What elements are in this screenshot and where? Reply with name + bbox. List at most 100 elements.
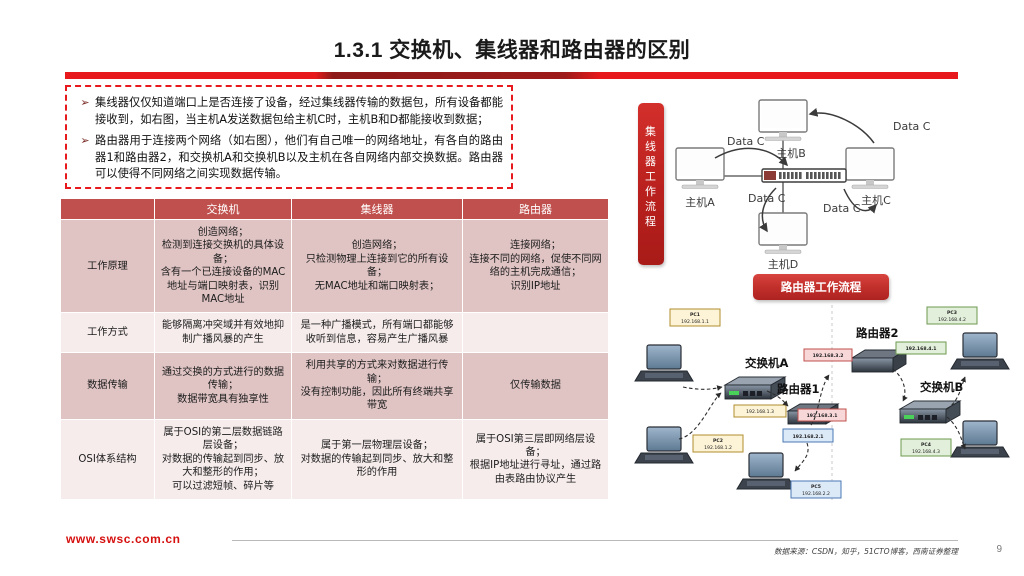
table-header-row: 交换机 集线器 路由器 [60,198,609,220]
host-c-monitor-icon [845,147,895,189]
router-2-label: 路由器2 [856,326,899,340]
hub-workflow-banner: 集 线 器 工 作 流 程 [638,103,664,265]
bullet-text: 路由器用于连接两个网络（如右图），他们有自己唯一的网络地址，有各自的路由器1和路… [95,134,503,180]
pc2-ip: 192.168.1.2 [704,445,732,451]
table-row: 数据传输 通过交换的方式进行的数据传输；数据带宽具有独享性 利用共享的方式来对数… [60,352,609,420]
hub-device-icon [761,168,847,183]
switch-a-label: 交换机A [745,356,788,370]
table-header-cell-0 [60,198,155,220]
host-b-label: 主机B [776,146,806,160]
pc5-gateway-ip-label: 192.168.2.1 [782,428,834,443]
cell-switch: 创造网络；检测到连接交换机的具体设备；含有一个已连接设备的MAC地址与端口映射表… [154,218,292,314]
cell-router [462,312,609,354]
router-2-icon [850,349,908,373]
pc1-ip-label: PC1 192.168.1.1 [669,308,721,327]
host-a-monitor-icon [675,147,725,189]
banner-char: 流 [645,201,657,213]
router-1-label: 路由器1 [777,382,820,396]
pc4-ip: 192.168.4.3 [912,449,940,455]
cell-hub: 创造网络；只检测物理上连接到它的所有设备；无MAC地址和端口映射表； [291,218,463,314]
data-flow-label: Data C [893,120,931,133]
host-d-monitor-icon [758,212,808,254]
router-1-ip-label: 192.168.3.1 [797,408,847,422]
bullet-marker-icon: ➢ [80,135,90,147]
pc5-ip: 192.168.2.2 [802,491,830,497]
banner-char: 集 [645,126,657,138]
bullet-marker-icon: ➢ [80,97,90,109]
pc5-name: PC5 [811,484,821,490]
banner-char: 器 [645,156,657,168]
data-flow-arrows [714,107,878,233]
cell-switch: 通过交换的方式进行的数据传输；数据带宽具有独享性 [154,352,292,420]
pc3-laptop-icon [950,332,1010,370]
pc1-laptop-icon [634,344,694,382]
hub-workflow-diagram: 集 线 器 工 作 流 程 主机A [620,85,1024,280]
row-label: 数据传输 [60,352,155,420]
table-row: 工作原理 创造网络；检测到连接交换机的具体设备；含有一个已连接设备的MAC地址与… [60,218,609,314]
row-label: 工作原理 [60,218,155,314]
cell-switch: 能够隔离冲突域并有效地抑制广播风暴的产生 [154,312,292,354]
switch-a-ip: 192.168.1.3 [746,409,774,415]
bullet-item: ➢ 路由器用于连接两个网络（如右图），他们有自己唯一的网络地址，有各自的路由器1… [75,133,503,183]
switch-b-label: 交换机B [920,380,963,394]
footer-url[interactable]: www.swsc.com.cn [66,532,181,546]
pc5-laptop-icon [736,452,796,490]
row-label: OSI体系结构 [60,418,155,500]
page-number: 9 [996,544,1002,555]
banner-char: 作 [645,186,657,198]
banner-char: 程 [645,216,657,228]
switch-a-icon [723,376,787,400]
pc1-ip: 192.168.1.1 [681,319,709,325]
router-1-ip: 192.168.3.1 [807,413,838,419]
router-workflow-diagram: PC1 192.168.1.1 PC2 192.168.1.2 交换机A 192… [634,305,1010,501]
cell-switch: 属于OSI的第二层数据链路层设备；对数据的传输起到同步、放大和整形的作用；可以过… [154,418,292,500]
pc1-name: PC1 [690,312,700,318]
network-links [678,368,966,472]
data-flow-label: Data C [823,202,861,215]
page-title: 1.3.1 交换机、集线器和路由器的区别 [333,39,691,62]
pc4-name: PC4 [921,442,931,448]
router-2-wan-ip-label: 192.168.3.2 [803,348,853,362]
pc2-laptop-icon [634,426,694,464]
pc4-laptop-icon [950,420,1010,458]
pc3-ip-label: PC3 192.168.4.2 [926,306,978,325]
switch-b-icon [898,400,962,424]
table-header-cell-1: 交换机 [154,198,292,220]
pc3-name: PC3 [947,310,957,316]
pc4-ip-label: PC4 192.168.4.3 [900,438,952,457]
host-c-label: 主机C [861,193,891,207]
data-flow-label: Data C [727,135,765,148]
table-row: OSI体系结构 属于OSI的第二层数据链路层设备；对数据的传输起到同步、放大和整… [60,418,609,500]
pc5-gateway-ip: 192.168.2.1 [793,434,824,440]
table-header-cell-2: 集线器 [291,198,463,220]
pc3-ip: 192.168.4.2 [938,317,966,323]
title-accent-bar [65,72,958,79]
switch-a-ip-label: 192.168.1.3 [733,404,787,418]
data-flow-label: Data C [748,192,786,205]
cell-router: 连接网络；连接不同的网络，促使不同网络的主机完成通信；识别IP地址 [462,218,609,314]
cell-hub: 利用共享的方式来对数据进行传输；没有控制功能，因此所有终端共享带宽 [291,352,463,420]
row-label: 工作方式 [60,312,155,354]
pc2-name: PC2 [713,438,723,444]
banner-char: 线 [645,141,657,153]
summary-callout-box: ➢ 集线器仅仅知道端口上是否连接了设备，经过集线器传输的数据包，所有设备都能接收… [65,85,513,189]
cell-hub: 是一种广播模式，所有端口都能够收听到信息，容易产生广播风暴 [291,312,463,354]
footer-divider [232,540,958,541]
cell-hub: 属于第一层物理层设备；对数据的传输起到同步、放大和整形的作用 [291,418,463,500]
bullet-text: 集线器仅仅知道端口上是否连接了设备，经过集线器传输的数据包，所有设备都能接收到，… [95,96,503,126]
footer-source-note: 数据来源：CSDN，知乎，51CTO博客，西南证券整理 [773,547,958,556]
pc5-ip-label: PC5 192.168.2.2 [790,480,842,499]
router-workflow-banner: 路由器工作流程 [753,274,889,300]
bullet-item: ➢ 集线器仅仅知道端口上是否连接了设备，经过集线器传输的数据包，所有设备都能接收… [75,95,503,128]
comparison-table: 交换机 集线器 路由器 工作原理 创造网络；检测到连接交换机的具体设备；含有一个… [60,198,609,500]
table-header-cell-3: 路由器 [462,198,609,220]
banner-char: 工 [645,171,657,183]
pc2-ip-label: PC2 192.168.1.2 [692,434,744,453]
cell-router: 属于OSI第三层即网络层设备；根据IP地址进行寻址，通过路由表路由协议产生 [462,418,609,500]
router-2-lan-ip-label: 192.168.4.1 [895,341,947,355]
cell-router: 仅传输数据 [462,352,609,420]
router-2-wan-ip: 192.168.3.2 [813,353,844,359]
host-b-monitor-icon [758,99,808,141]
host-d-label: 主机D [768,257,798,271]
host-a-label: 主机A [685,195,715,209]
